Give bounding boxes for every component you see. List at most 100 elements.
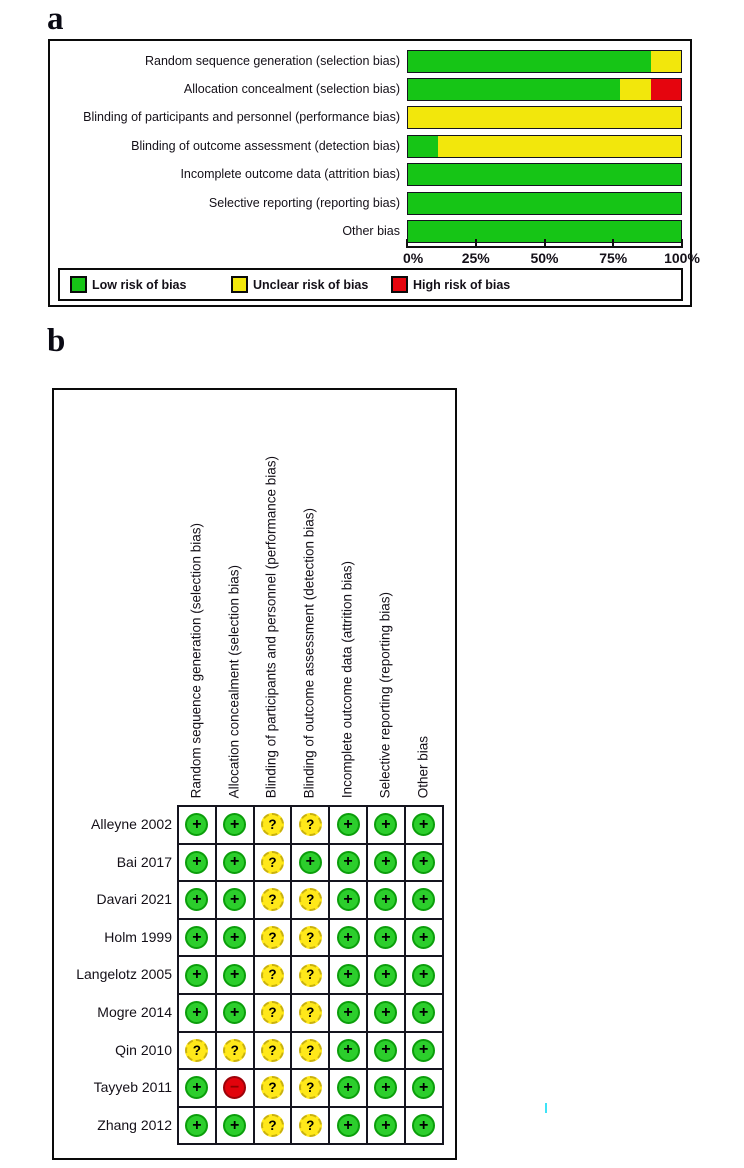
judgement-icon-low-risk: + xyxy=(374,813,398,837)
column-header: Blinding of participants and personnel (… xyxy=(253,390,291,804)
judgement-icon-unclear-risk: ? xyxy=(298,1076,322,1100)
risk-of-bias-graph-panel: Random sequence generation (selection bi… xyxy=(48,39,700,307)
judgement-icon-unclear-risk: ? xyxy=(260,1076,284,1100)
bar-row: Other bias xyxy=(50,219,690,243)
column-header: Incomplete outcome data (attrition bias) xyxy=(328,390,366,804)
panel-b-letter: b xyxy=(47,323,66,359)
study-label: Tayyeb 2011 xyxy=(93,1079,172,1096)
column-header-label: Other bias xyxy=(415,735,431,798)
study-label: Holm 1999 xyxy=(104,928,172,945)
judgement-cell: ? xyxy=(253,881,292,919)
judgement-icon-low-risk: + xyxy=(374,926,398,950)
judgement-icon-low-risk: + xyxy=(223,888,247,912)
judgement-cell: ? xyxy=(253,918,292,957)
judgement-cell: ? xyxy=(253,1069,292,1107)
judgement-cell: + xyxy=(404,918,443,957)
judgement-cell: + xyxy=(178,956,216,994)
judgement-cell: + xyxy=(404,1106,443,1145)
judgement-cell: + xyxy=(215,881,254,919)
judgement-icon-low-risk: + xyxy=(336,813,360,837)
judgement-cell: + xyxy=(178,1069,216,1107)
judgement-cell: ? xyxy=(253,993,292,1032)
legend-swatch-high-risk xyxy=(391,276,408,293)
judgement-cell: + xyxy=(178,1106,216,1145)
judgement-cell: + xyxy=(215,806,254,844)
bar-row: Blinding of outcome assessment (detectio… xyxy=(50,134,690,158)
judgement-cell: ? xyxy=(291,1031,330,1070)
column-header: Random sequence generation (selection bi… xyxy=(177,390,215,804)
judgement-icon-low-risk: + xyxy=(223,1001,247,1025)
judgement-cell: ? xyxy=(291,1069,330,1107)
judgement-icon-low-risk: + xyxy=(412,1114,436,1138)
judgement-icon-unclear-risk: ? xyxy=(298,1001,322,1025)
judgement-icon-low-risk: + xyxy=(412,850,436,874)
judgement-cell: + xyxy=(404,881,443,919)
legend-item: Unclear risk of bias xyxy=(231,270,368,299)
judgement-cell: ? xyxy=(291,918,330,957)
judgement-icon-low-risk: + xyxy=(336,963,360,987)
column-header: Other bias xyxy=(404,390,442,804)
judgement-cell: + xyxy=(329,993,367,1032)
study-label: Qin 2010 xyxy=(115,1041,172,1058)
judgement-cell: + xyxy=(215,843,254,882)
judgement-icon-low-risk: + xyxy=(374,850,398,874)
axis-tick-label: 100% xyxy=(664,250,700,266)
legend-item: Low risk of bias xyxy=(70,270,186,299)
judgement-icon-unclear-risk: ? xyxy=(298,1038,322,1062)
column-header-label: Random sequence generation (selection bi… xyxy=(188,522,204,798)
bar-category-label: Other bias xyxy=(342,223,400,238)
judgement-icon-low-risk: + xyxy=(412,888,436,912)
judgement-cell: + xyxy=(215,918,254,957)
stray-cyan-mark xyxy=(545,1103,547,1113)
judgement-icon-low-risk: + xyxy=(336,1076,360,1100)
judgement-cell: ? xyxy=(215,1031,254,1070)
judgement-icon-low-risk: + xyxy=(223,926,247,950)
judgement-icon-low-risk: + xyxy=(412,813,436,837)
judgement-cell: + xyxy=(329,1069,367,1107)
judgement-icon-low-risk: + xyxy=(223,1114,247,1138)
judgement-icon-low-risk: + xyxy=(185,1076,209,1100)
judgement-icon-low-risk: + xyxy=(412,963,436,987)
judgement-icon-low-risk: + xyxy=(412,926,436,950)
bar-category-label: Incomplete outcome data (attrition bias) xyxy=(180,167,400,182)
judgement-cell: + xyxy=(329,881,367,919)
bar-category-label: Blinding of participants and personnel (… xyxy=(83,110,400,125)
judgement-icon-unclear-risk: ? xyxy=(260,1038,284,1062)
study-label: Mogre 2014 xyxy=(97,1004,172,1020)
judgement-cell: + xyxy=(366,1106,405,1145)
judgement-icon-low-risk: + xyxy=(185,963,209,987)
judgement-icon-unclear-risk: ? xyxy=(260,1114,284,1138)
judgement-cell: + xyxy=(178,918,216,957)
judgement-icon-low-risk: + xyxy=(223,963,247,987)
axis-tick-label: 0% xyxy=(403,250,424,266)
judgement-cell: ? xyxy=(291,1106,330,1145)
bar-row: Incomplete outcome data (attrition bias) xyxy=(50,163,690,187)
judgement-cell: + xyxy=(329,806,367,844)
column-header-label: Selective reporting (reporting bias) xyxy=(377,591,393,798)
judgement-icon-low-risk: + xyxy=(374,1114,398,1138)
judgement-cell: + xyxy=(178,993,216,1032)
bar-category-label: Random sequence generation (selection bi… xyxy=(144,53,400,68)
judgement-icon-unclear-risk: ? xyxy=(298,1114,322,1138)
column-header-label: Blinding of outcome assessment (detectio… xyxy=(301,507,317,798)
axis-tick xyxy=(406,239,408,248)
judgement-cell: + xyxy=(366,881,405,919)
judgement-icon-unclear-risk: ? xyxy=(298,888,322,912)
judgement-icon-unclear-risk: ? xyxy=(298,926,322,950)
judgement-icon-low-risk: + xyxy=(412,1038,436,1062)
legend-label: Low risk of bias xyxy=(92,277,187,292)
judgement-icon-unclear-risk: ? xyxy=(298,813,322,837)
judgement-icon-low-risk: + xyxy=(185,888,209,912)
study-label: Zhang 2012 xyxy=(97,1116,172,1133)
judgement-cell: ? xyxy=(253,956,292,994)
judgement-cell: + xyxy=(366,1031,405,1070)
judgement-icon-low-risk: + xyxy=(223,850,247,874)
judgement-icon-low-risk: + xyxy=(374,963,398,987)
judgement-cell: + xyxy=(404,956,443,994)
axis-tick-label: 25% xyxy=(461,250,490,266)
judgement-icon-low-risk: + xyxy=(374,1038,398,1062)
panel-a-letter: a xyxy=(47,1,64,37)
judgement-cell: ? xyxy=(291,993,330,1032)
bar-track xyxy=(407,106,682,130)
bar-segment-unclear-risk xyxy=(620,78,651,100)
